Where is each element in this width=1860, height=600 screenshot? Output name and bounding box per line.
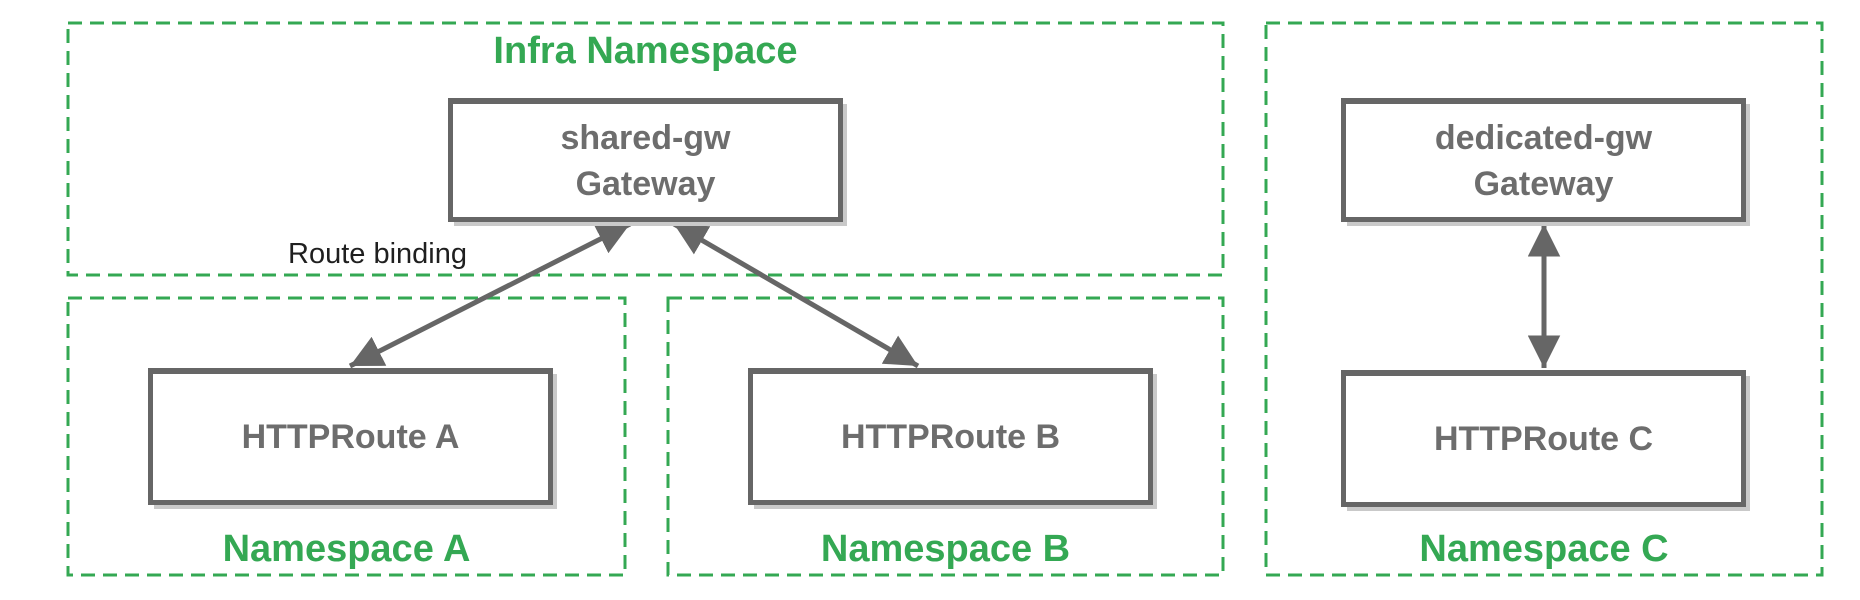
infra-namespace-label: Infra Namespace <box>493 30 798 72</box>
httproute-b-node: HTTPRoute B <box>748 368 1153 505</box>
shared-gateway-kind: Gateway <box>575 164 716 203</box>
namespace-a-label: Namespace A <box>222 528 471 570</box>
arrow-shared-gw-httproute-a <box>348 221 632 369</box>
httproute-a-node: HTTPRoute A <box>148 368 553 505</box>
httproute-c-node: HTTPRoute C <box>1341 370 1746 507</box>
arrow-shared-gw-httproute-b <box>672 221 920 369</box>
dedicated-gateway-name: dedicated-gw <box>1434 118 1653 157</box>
infra-namespace-border <box>66 21 1225 277</box>
namespace-b-border <box>666 296 1225 577</box>
httproute-b-label: HTTPRoute B <box>840 418 1061 456</box>
shared-gateway-name: shared-gw <box>560 118 731 157</box>
httproute-a-label: HTTPRoute A <box>241 418 460 456</box>
route-binding-label: Route binding <box>288 238 467 270</box>
dedicated-gateway-node: dedicated-gw Gateway <box>1341 98 1746 222</box>
dedicated-gateway-kind: Gateway <box>1473 164 1614 203</box>
namespace-c-border <box>1264 21 1824 577</box>
namespace-a-border <box>66 296 627 577</box>
namespace-b-label: Namespace B <box>820 528 1071 570</box>
namespace-c-label: Namespace C <box>1419 528 1669 570</box>
shared-gateway-node: shared-gw Gateway <box>448 98 843 222</box>
httproute-c-label: HTTPRoute C <box>1433 420 1654 458</box>
